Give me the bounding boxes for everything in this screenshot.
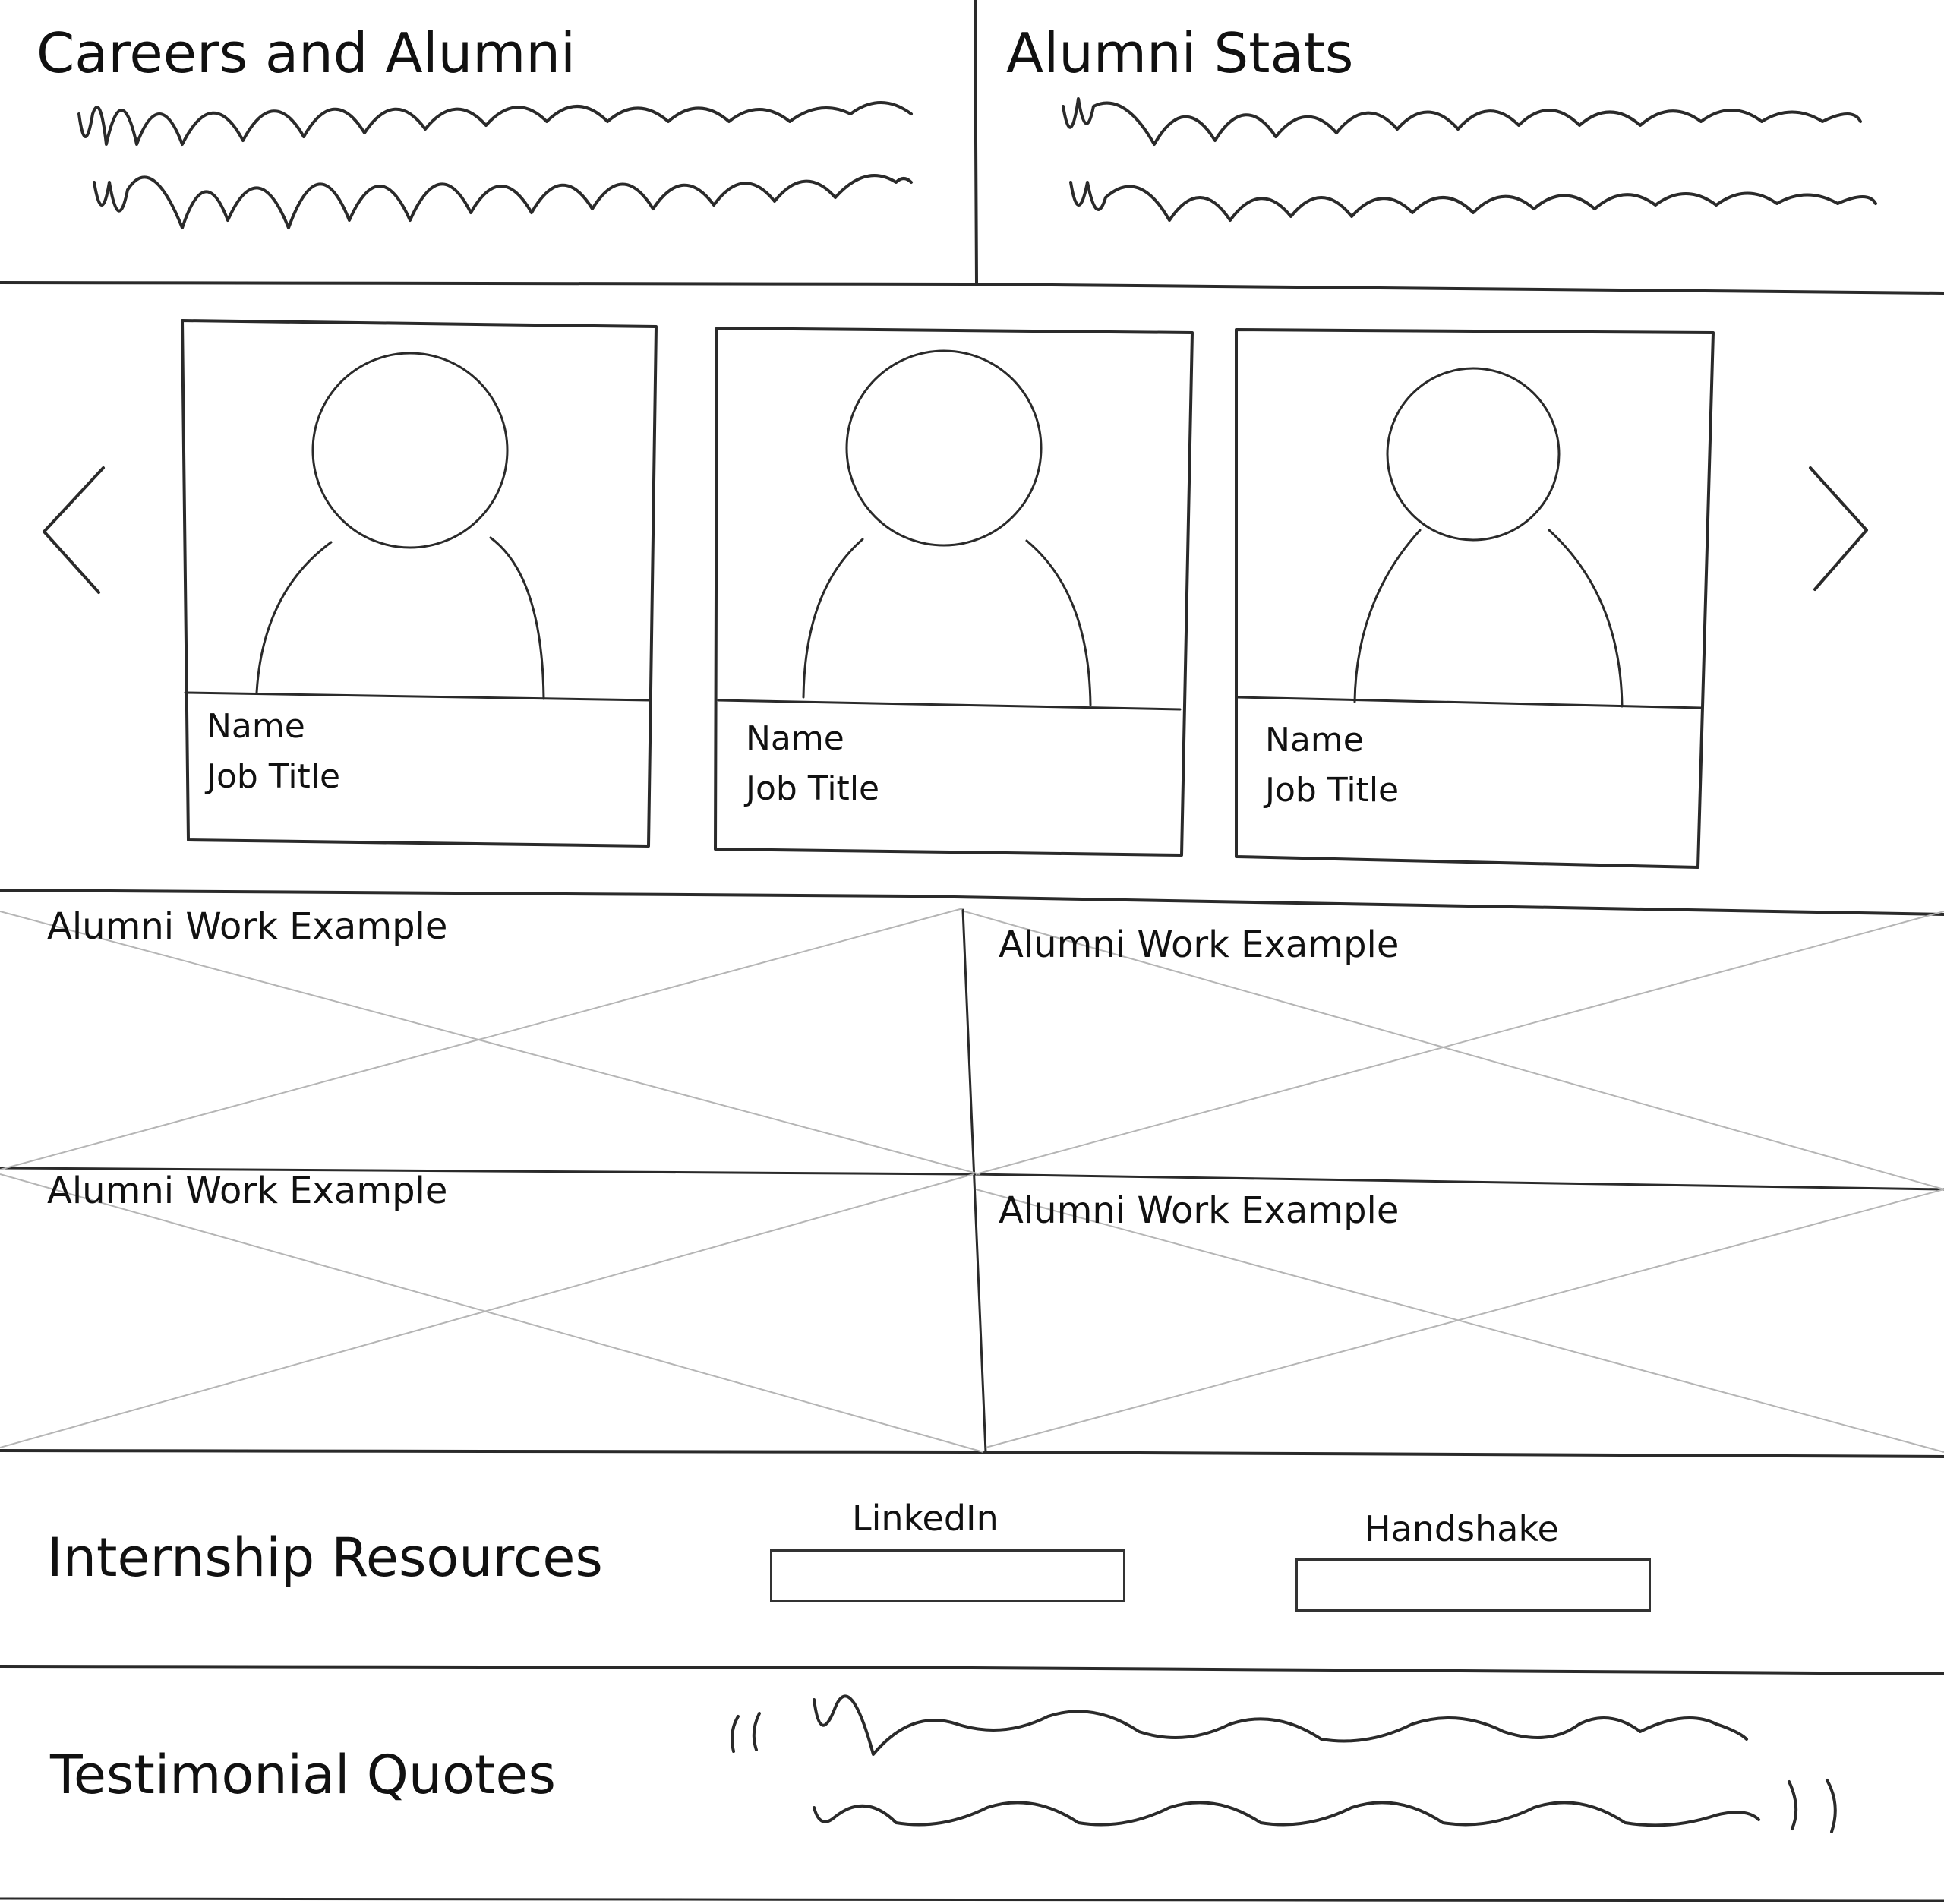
- work-bottom-divider: [0, 1449, 1944, 1458]
- alumni-job-title: Job Title: [207, 757, 341, 796]
- testimonial-scribble-1: [813, 1694, 1748, 1756]
- carousel-next-button[interactable]: [1800, 456, 1891, 608]
- testimonial-quotes-heading: Testimonial Quotes: [50, 1744, 556, 1806]
- alumni-job-title: Job Title: [746, 769, 880, 808]
- stats-text-scribble-1: [1062, 97, 1862, 146]
- resources-divider: [0, 1665, 1944, 1675]
- alumni-card-2-frame: [714, 327, 1194, 857]
- carousel-prev-button[interactable]: [30, 456, 122, 608]
- testimonial-quote-block: [721, 1691, 1860, 1858]
- careers-text-scribble-2: [93, 174, 913, 229]
- alumni-name: Name: [207, 707, 305, 746]
- chevron-left-icon: [43, 466, 105, 594]
- person-placeholder-icon: [845, 349, 1043, 547]
- alumni-card-1-photo-divider: [184, 691, 652, 702]
- person-placeholder-body: [802, 538, 1092, 706]
- work-example-label: Alumni Work Example: [47, 905, 448, 948]
- handshake-button[interactable]: [1295, 1558, 1651, 1612]
- header-divider: [0, 281, 1944, 295]
- testimonial-scribble-2: [813, 1801, 1760, 1827]
- work-image-placeholders: [0, 908, 1944, 1453]
- stats-text-scribble-2: [1069, 181, 1877, 222]
- image-placeholder-icon: [964, 911, 1944, 1190]
- alumni-card-1-frame: [181, 319, 658, 848]
- work-vertical-divider: [961, 908, 987, 1454]
- linkedin-label: LinkedIn: [852, 1498, 999, 1539]
- alumni-name: Name: [746, 719, 844, 758]
- alumni-card-3-frame: [1235, 328, 1715, 869]
- person-placeholder-icon: [1386, 367, 1561, 542]
- image-placeholder-icon: [975, 1189, 1944, 1453]
- stats-title: Alumni Stats: [1006, 21, 1354, 85]
- careers-text-scribble-1: [77, 101, 913, 146]
- page-title: Careers and Alumni: [36, 21, 576, 85]
- footer-divider: [0, 1897, 1944, 1902]
- alumni-job-title: Job Title: [1265, 771, 1400, 810]
- header-vertical-divider: [974, 0, 978, 284]
- person-placeholder-body: [1353, 529, 1624, 708]
- carousel-divider: [0, 889, 1944, 916]
- open-quote-icon: [731, 1712, 761, 1753]
- handshake-label: Handshake: [1365, 1508, 1559, 1549]
- internship-resources-heading: Internship Resources: [47, 1527, 603, 1589]
- work-example-label: Alumni Work Example: [999, 1189, 1400, 1232]
- image-placeholder-icon: [0, 908, 980, 1175]
- linkedin-button[interactable]: [770, 1549, 1125, 1602]
- work-example-label: Alumni Work Example: [999, 924, 1400, 966]
- alumni-name: Name: [1265, 721, 1364, 759]
- work-example-tile[interactable]: [0, 1173, 977, 1449]
- alumni-card-2-photo-divider: [717, 699, 1182, 711]
- work-example-label: Alumni Work Example: [47, 1170, 448, 1212]
- person-placeholder-icon: [311, 352, 509, 549]
- image-placeholder-icon: [0, 1173, 984, 1453]
- close-quote-icon: [1788, 1779, 1837, 1833]
- chevron-right-icon: [1809, 466, 1868, 591]
- alumni-card-3-photo-divider: [1236, 696, 1703, 709]
- person-placeholder-body: [255, 536, 545, 700]
